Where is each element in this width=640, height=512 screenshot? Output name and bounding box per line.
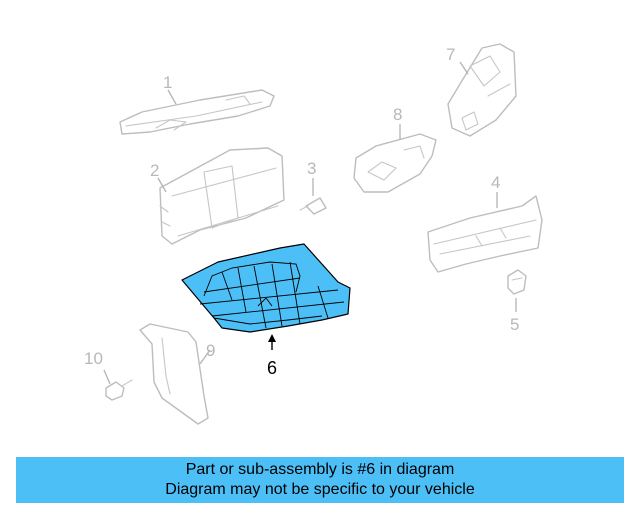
part-1-package-tray[interactable]: [119, 89, 275, 135]
part-5-retainer[interactable]: [507, 269, 527, 295]
banner-line-2: Diagram may not be specific to your vehi…: [165, 481, 475, 498]
callout-8: 8: [393, 105, 402, 124]
callout-7-leader: [459, 61, 469, 75]
callout-6-arrowhead: [268, 334, 276, 342]
callout-10-leader: [103, 369, 111, 385]
callout-6: 6: [267, 358, 277, 378]
callout-2-leader: [157, 177, 167, 193]
banner-line-1: Part or sub-assembly is #6 in diagram: [185, 461, 455, 478]
callout-4: 4: [491, 173, 500, 192]
callout-9-leader: [199, 349, 211, 365]
callout-1: 1: [163, 73, 172, 92]
callout-3: 3: [307, 159, 316, 178]
callout-1-leader: [167, 89, 177, 105]
part-7-quarter-trim[interactable]: [447, 43, 517, 137]
callout-10: 10: [84, 349, 103, 368]
part-8-side-trim[interactable]: [353, 133, 437, 193]
parts-diagram: 1 2 3 7 8 4: [84, 43, 543, 425]
info-banner: Part or sub-assembly is #6 in diagram Di…: [16, 457, 624, 503]
part-9-side-panel[interactable]: [139, 323, 209, 425]
part-3-clip[interactable]: [299, 197, 327, 215]
callout-5: 5: [510, 315, 519, 334]
callout-7: 7: [446, 45, 455, 64]
part-10-bolt[interactable]: [105, 379, 133, 401]
part-2-rear-panel[interactable]: [159, 147, 285, 245]
callout-2: 2: [150, 161, 159, 180]
part-4-sill-plate[interactable]: [427, 195, 543, 273]
callout-9: 9: [206, 341, 215, 360]
part-6-trunk-mat[interactable]: [181, 243, 351, 333]
